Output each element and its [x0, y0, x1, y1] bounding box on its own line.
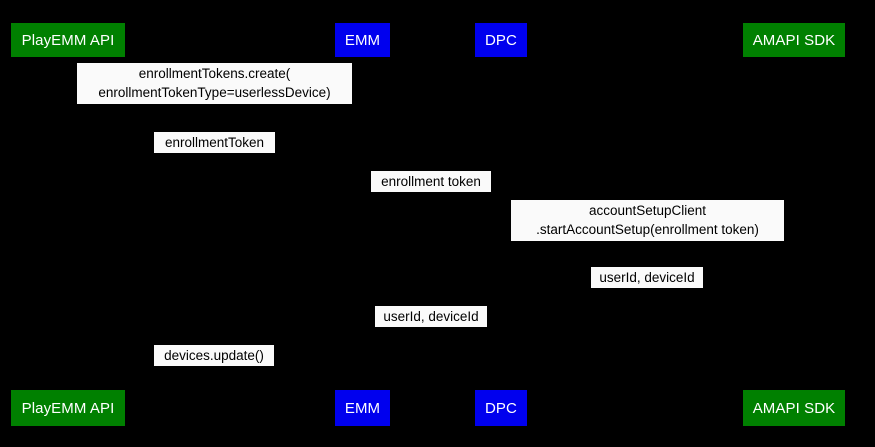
message-label-msg-2: enrollmentToken — [154, 132, 275, 153]
message-label-msg-7: devices.update() — [154, 345, 274, 366]
participant-label: AMAPI SDK — [752, 399, 836, 417]
message-arrow-head-msg-6 — [362, 329, 371, 338]
message-arrow-head-msg-7 — [68, 368, 76, 377]
participant-label: EMM — [344, 399, 381, 417]
message-arrow-head-msg-1 — [68, 106, 76, 115]
message-arrow-line-msg-6 — [362, 333, 501, 334]
participant-label: EMM — [344, 31, 381, 49]
message-arrow-line-msg-2 — [68, 159, 363, 160]
lifeline-amapi-sdk — [794, 57, 795, 390]
message-arrow-head-msg-3 — [493, 194, 501, 203]
message-label-msg-3: enrollment token — [371, 171, 491, 192]
participant-bottom-emm[interactable]: EMM — [335, 390, 390, 426]
participant-top-emm[interactable]: EMM — [335, 23, 390, 57]
lifeline-emm — [363, 57, 364, 390]
message-arrow-line-msg-5 — [501, 294, 794, 295]
message-label-msg-1: enrollmentTokens.create( enrollmentToken… — [77, 63, 352, 104]
participant-label: PlayEMM API — [21, 31, 115, 49]
message-label-msg-4: accountSetupClient .startAccountSetup(en… — [511, 200, 784, 241]
message-arrow-head-msg-4 — [786, 243, 794, 252]
message-label-msg-5: userId, deviceId — [591, 267, 703, 288]
participant-label: DPC — [485, 31, 517, 49]
participant-top-amapi-sdk[interactable]: AMAPI SDK — [743, 23, 845, 57]
lifeline-dpc — [501, 57, 502, 390]
message-arrow-head-msg-2 — [354, 155, 363, 164]
participant-bottom-amapi-sdk[interactable]: AMAPI SDK — [743, 390, 845, 426]
lifeline-playemm-api — [68, 57, 69, 390]
message-arrow-line-msg-1 — [68, 110, 363, 111]
message-label-msg-6: userId, deviceId — [375, 306, 487, 327]
message-arrow-line-msg-3 — [362, 198, 501, 199]
participant-label: PlayEMM API — [21, 399, 115, 417]
participant-bottom-playemm-api[interactable]: PlayEMM API — [11, 390, 125, 426]
message-arrow-head-msg-5 — [501, 290, 509, 299]
participant-label: AMAPI SDK — [752, 31, 836, 49]
participant-bottom-dpc[interactable]: DPC — [475, 390, 527, 426]
message-arrow-line-msg-4 — [501, 247, 794, 248]
participant-top-dpc[interactable]: DPC — [475, 23, 527, 57]
message-arrow-line-msg-7 — [68, 372, 363, 373]
participant-label: DPC — [485, 399, 517, 417]
participant-top-playemm-api[interactable]: PlayEMM API — [11, 23, 125, 57]
